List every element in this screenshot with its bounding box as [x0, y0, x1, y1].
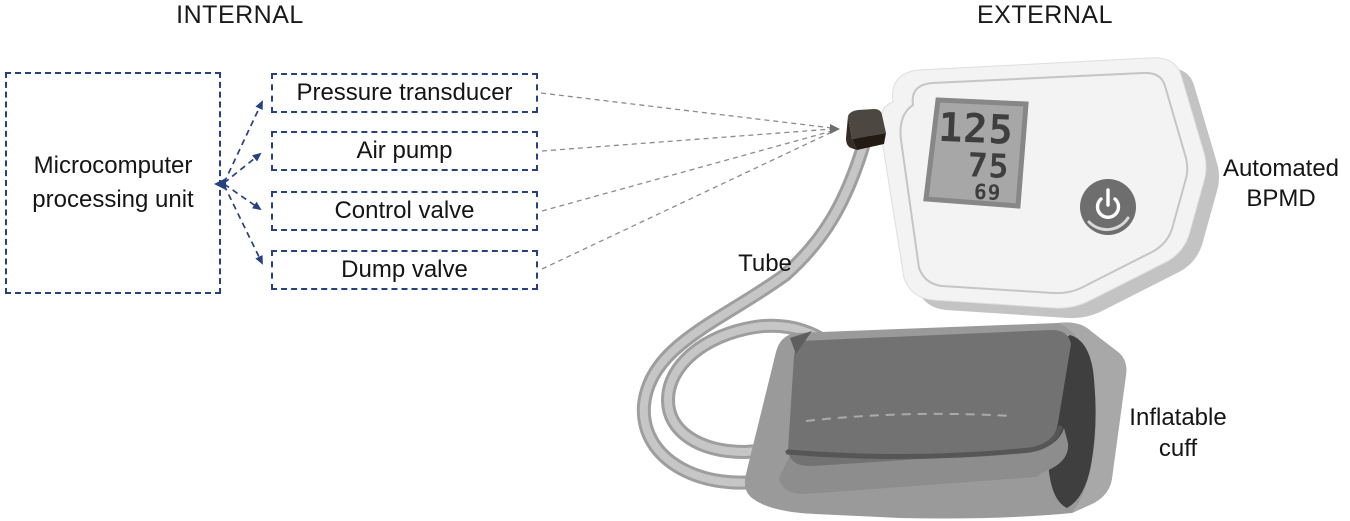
microcomputer-box-label: Microcomputer processing unit [32, 151, 194, 213]
dump-valve-box: Dump valve [271, 250, 538, 290]
pulse-reading: 69 [974, 180, 1002, 205]
inflatable-cuff-label: Inflatable cuff [1129, 404, 1227, 462]
power-button [1080, 179, 1136, 235]
cuff-stitch-line [805, 412, 1013, 422]
lcd-display: 125 75 69 [923, 97, 1029, 209]
external-section-header: EXTERNAL [977, 1, 1113, 29]
pressure-transducer-label: Pressure transducer [296, 79, 513, 106]
control-valve-label: Control valve [334, 197, 475, 224]
systolic-reading: 125 [937, 105, 1014, 154]
air-pump-box: Air pump [271, 131, 538, 171]
automated-bpmd-label: Automated BPMD [1222, 155, 1340, 212]
diastolic-reading: 75 [967, 145, 1010, 186]
tube-label: Tube [738, 250, 792, 277]
internal-section-header: INTERNAL [176, 1, 304, 29]
dump-valve-label: Dump valve [341, 256, 468, 283]
power-icon [1095, 188, 1121, 219]
device-inlet-arrowhead [830, 124, 840, 134]
bpmd-device-illustration: 125 75 69 [846, 57, 1219, 319]
control-valve-box: Control valve [271, 191, 538, 231]
air-pump-label: Air pump [356, 137, 453, 164]
pressure-transducer-box: Pressure transducer [271, 73, 538, 113]
component-to-device-lines [540, 92, 833, 270]
tube-connector [846, 109, 886, 150]
mpu-to-component-arrows [223, 100, 263, 265]
device-face-outline [899, 71, 1189, 295]
microcomputer-box: Microcomputer processing unit [5, 72, 221, 294]
inflatable-cuff-illustration [744, 322, 1127, 519]
